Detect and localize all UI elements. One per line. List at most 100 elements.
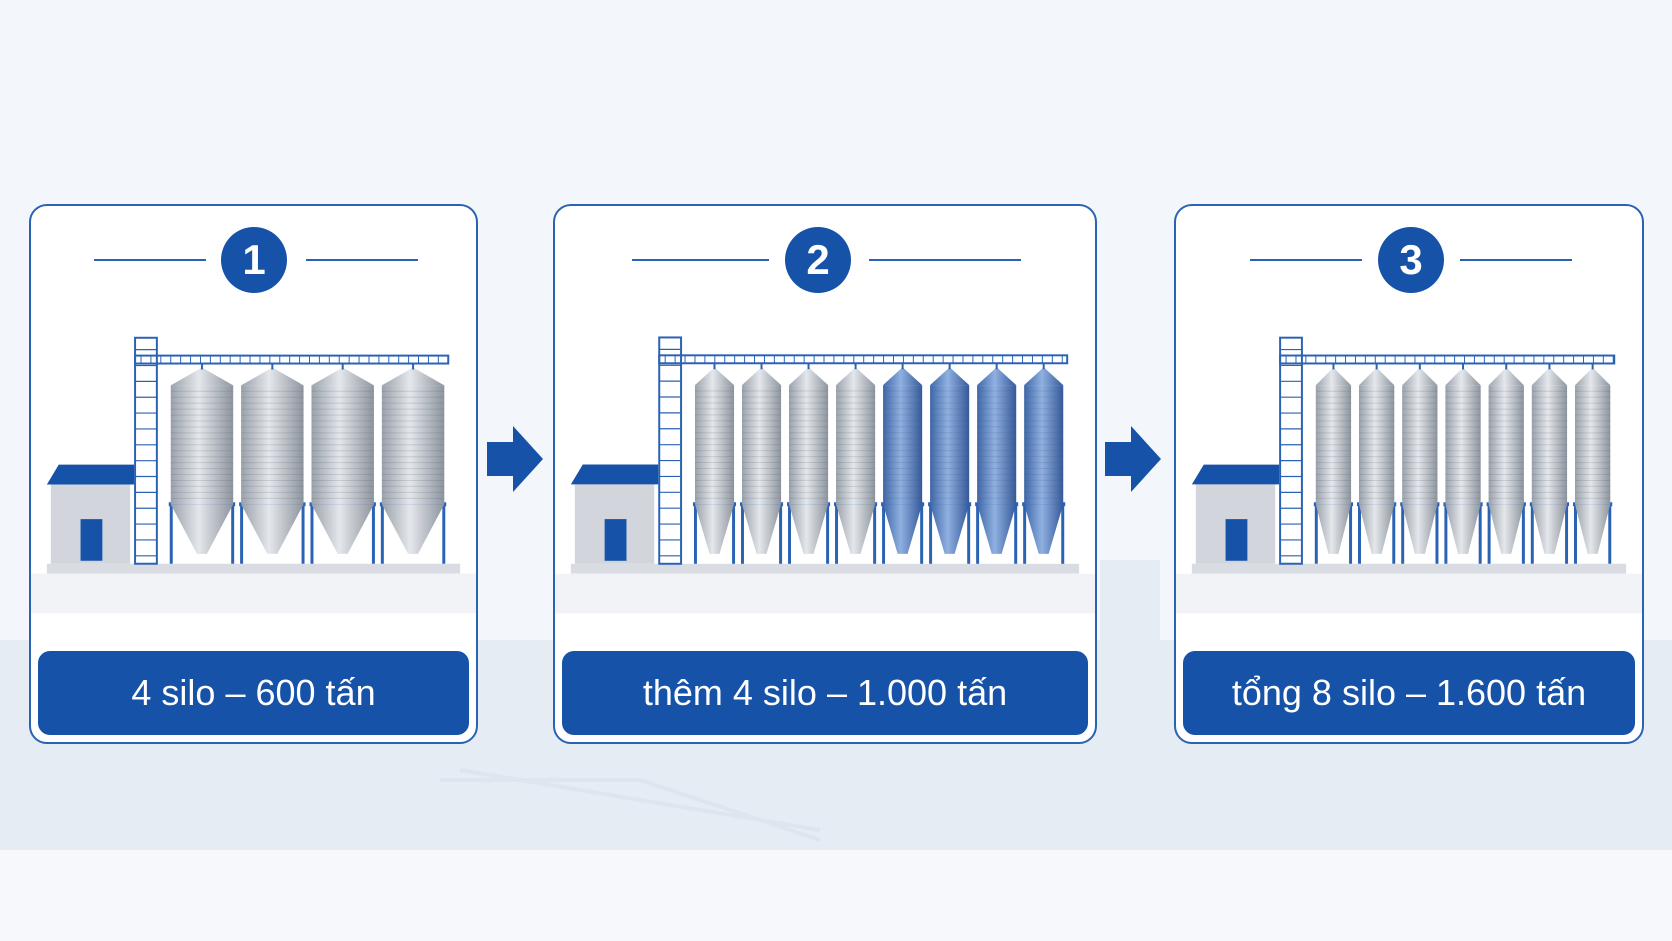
silo-plant-illustration-3 [1176, 336, 1642, 614]
silo-icon [1488, 385, 1524, 505]
silo-roof [1359, 367, 1395, 386]
silo-hopper [241, 504, 304, 554]
silo-hopper [1359, 504, 1395, 554]
step-number-badge-1: 1 [221, 227, 287, 293]
silo-hopper [977, 504, 1017, 554]
silo-hopper [170, 504, 234, 554]
ground-slab [1191, 563, 1627, 574]
silo-hopper [1445, 504, 1481, 554]
silo-leg [1487, 504, 1491, 564]
silo-leg [1314, 504, 1318, 564]
header-rule-right [1460, 259, 1572, 261]
building-roof [1191, 464, 1280, 485]
silo-leg [1023, 504, 1027, 564]
silo-roof [930, 367, 970, 386]
silo-leg [779, 504, 783, 564]
silo-leg [693, 504, 697, 564]
silo-roof [381, 367, 445, 386]
silo-leg [976, 504, 980, 564]
ground-shadow [1176, 573, 1642, 614]
step-label-3: tổng 8 silo – 1.600 tấn [1183, 651, 1635, 735]
silo-leg [1444, 504, 1448, 564]
top-conveyor [1279, 354, 1616, 365]
arrow-right-icon [485, 424, 545, 494]
silo-leg [1608, 504, 1612, 564]
silo-leg [1358, 504, 1361, 564]
silo-leg [1349, 504, 1353, 564]
silo-leg [1435, 504, 1439, 564]
silo-leg [826, 504, 830, 564]
silo-hopper [741, 504, 782, 554]
ground-shadow [31, 573, 476, 614]
silo-leg [1014, 504, 1018, 564]
silo-leg [967, 504, 971, 564]
step-label-1: 4 silo – 600 tấn [38, 651, 469, 735]
silo-icon [694, 385, 735, 505]
step-label-2: thêm 4 silo – 1.000 tấn [562, 651, 1088, 735]
elevator-tower [658, 336, 683, 565]
silo-hopper [381, 504, 445, 554]
silo-leg [1521, 504, 1525, 564]
silo-leg [169, 504, 173, 564]
silo-leg [310, 504, 314, 564]
silo-icon [1575, 385, 1611, 505]
silo-hopper [1024, 504, 1064, 554]
step-panel-3: 3 tổng 8 silo – 1.600 tấn [1174, 204, 1644, 744]
silo-roof [1531, 367, 1568, 386]
silo-leg [788, 504, 792, 564]
silo-leg [740, 504, 744, 564]
silo-leg [1574, 504, 1577, 564]
silo-icon [930, 385, 970, 505]
silo-icon [1024, 385, 1064, 505]
silo-hopper [883, 504, 923, 554]
silo-leg [732, 504, 736, 564]
header-rule-left [94, 259, 206, 261]
arrow-right-icon [1103, 424, 1163, 494]
step-panel-2: 2 thêm 4 silo – 1.000 tấn [553, 204, 1097, 744]
building-door [604, 519, 627, 561]
ground-slab [46, 563, 461, 574]
silo-roof [1488, 367, 1524, 386]
silo-hopper [1531, 504, 1568, 554]
silo-leg [929, 504, 933, 564]
silo-icon [1359, 385, 1395, 505]
header-rule-right [306, 259, 418, 261]
silo-roof [1024, 367, 1064, 386]
silo-hopper [1315, 504, 1352, 554]
silo-roof [1315, 367, 1352, 386]
silo-roof [311, 367, 374, 386]
silo-hopper [1402, 504, 1438, 554]
building-roof [46, 464, 135, 485]
silo-leg [1392, 504, 1396, 564]
building-door [80, 519, 103, 561]
silo-icon [789, 385, 829, 505]
silo-hopper [1488, 504, 1524, 554]
silo-hopper [836, 504, 876, 554]
silo-roof [241, 367, 304, 386]
silo-roof [170, 367, 234, 386]
silo-leg [1530, 504, 1534, 564]
step-panel-1: 1 4 silo – 600 tấn [29, 204, 478, 744]
silo-leg [371, 504, 375, 564]
building-door [1225, 519, 1248, 561]
silo-icon [311, 385, 374, 505]
silo-icon [883, 385, 923, 505]
silo-icon [1402, 385, 1438, 505]
elevator-tower [1279, 336, 1303, 565]
silo-icon [741, 385, 782, 505]
silo-hopper [930, 504, 970, 554]
silo-hopper [1575, 504, 1611, 554]
silo-icon [1445, 385, 1481, 505]
silo-leg [442, 504, 446, 564]
silo-leg [231, 504, 235, 564]
silo-leg [1401, 504, 1405, 564]
silo-roof [741, 367, 782, 386]
ground-shadow [555, 573, 1095, 614]
silo-leg [873, 504, 877, 564]
silo-roof [1445, 367, 1481, 386]
silo-leg [920, 504, 924, 564]
silo-plant-illustration-2 [555, 336, 1095, 614]
silo-plant-illustration-1 [31, 336, 476, 614]
silo-leg [882, 504, 886, 564]
step-number-badge-2: 2 [785, 227, 851, 293]
